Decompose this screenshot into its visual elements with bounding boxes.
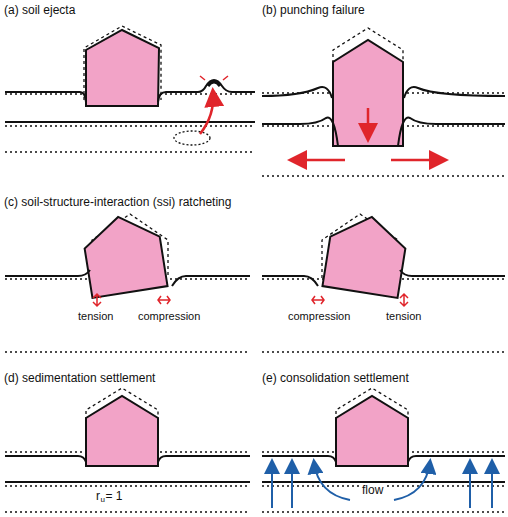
stress-label: tension (78, 310, 113, 322)
panel-title: (e) consolidation settlement (262, 372, 409, 385)
stress-label: compression (138, 310, 200, 322)
pore-pressure-value: = 1 (105, 490, 122, 503)
panel-title: (b) punching failure (262, 4, 365, 17)
panel-b (262, 28, 505, 176)
panel-title: (d) sedimentation settlement (4, 372, 155, 385)
stress-label: compression (288, 310, 350, 322)
pore-pressure-symbol: r (96, 490, 100, 503)
flow-label: flow (360, 484, 385, 497)
panel-a (5, 26, 255, 152)
panel-d (5, 388, 250, 512)
panel-title: (a) soil ejecta (4, 4, 75, 17)
pore-pressure-subscript: u (101, 496, 105, 505)
panel-c-right (262, 211, 505, 352)
panel-title: (c) soil-structure-interaction (ssi) rat… (4, 196, 231, 209)
stress-label: tension (386, 310, 421, 322)
panel-c-left (5, 211, 250, 352)
panel-e (262, 388, 505, 512)
